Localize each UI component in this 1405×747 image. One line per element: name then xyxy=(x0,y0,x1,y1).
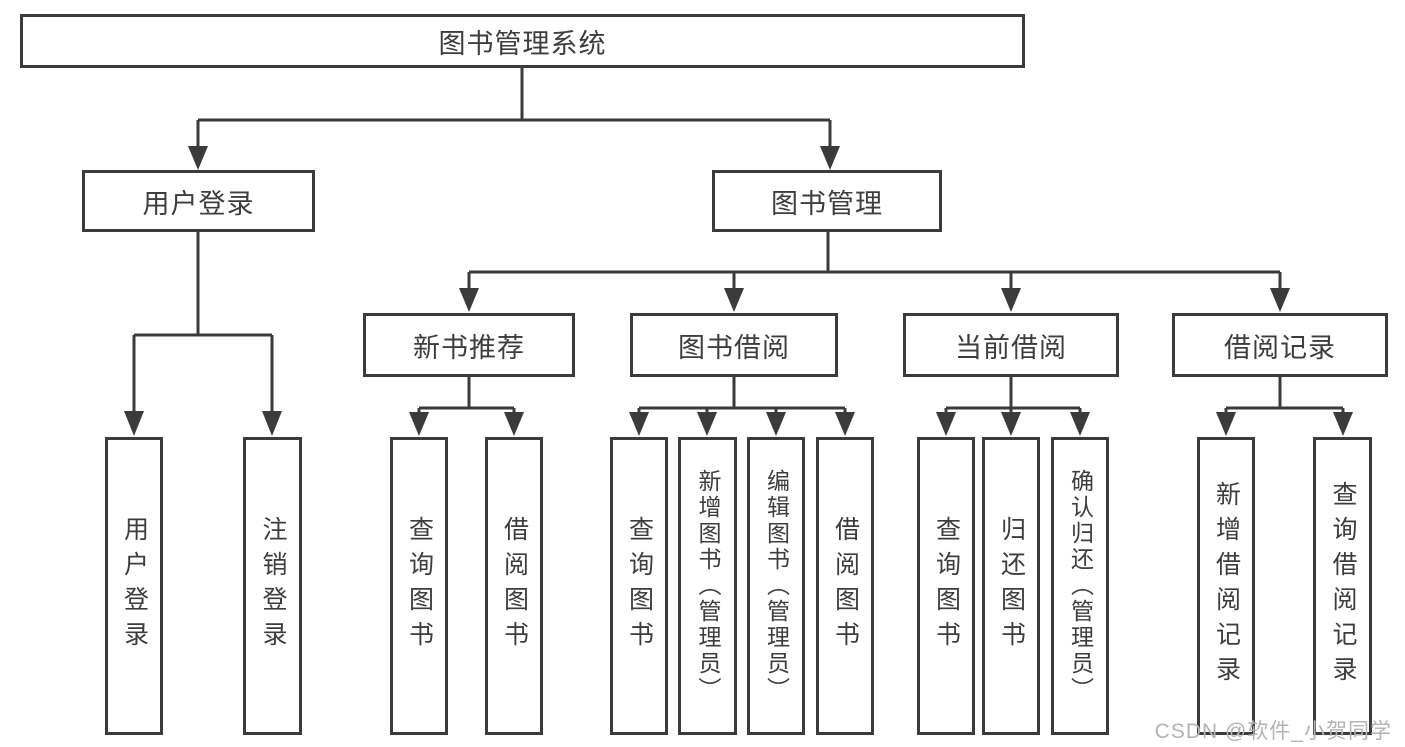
leaf-return-books: 归还图书 xyxy=(982,437,1040,735)
node-label: 新增借阅记录 xyxy=(1212,481,1241,691)
node-library-management-system: 图书管理系统 xyxy=(20,14,1025,68)
node-label: 新书推荐 xyxy=(413,332,525,363)
node-new-book-recommendation: 新书推荐 xyxy=(363,313,575,377)
leaf-user-login: 用户登录 xyxy=(105,437,163,735)
node-label: 图书管理 xyxy=(771,188,883,219)
node-label: 查询借阅记录 xyxy=(1329,481,1357,691)
node-label: 借阅图书 xyxy=(831,516,860,656)
leaf-add-borrow-record: 新增借阅记录 xyxy=(1197,437,1255,735)
node-label: 新增图书（管理员） xyxy=(695,469,721,703)
csdn-watermark: CSDN @软件_小贺同学 xyxy=(1154,720,1392,743)
node-label: 查询图书 xyxy=(405,516,434,656)
node-label: 借阅记录 xyxy=(1224,332,1336,363)
leaf-borrow-books: 借阅图书 xyxy=(816,437,874,735)
leaf-logout: 注销登录 xyxy=(243,437,302,735)
node-label: 查询图书 xyxy=(625,516,654,656)
leaf-add-books-admin: 新增图书（管理员） xyxy=(678,437,737,735)
node-label: 图书借阅 xyxy=(678,332,790,363)
node-label: 注销登录 xyxy=(259,516,287,656)
node-borrowing-records: 借阅记录 xyxy=(1172,313,1388,377)
node-label: 确认归还（管理员） xyxy=(1067,469,1094,703)
node-label: 借阅图书 xyxy=(500,516,529,656)
node-label: 用户登录 xyxy=(142,188,255,219)
node-user-login: 用户登录 xyxy=(82,170,315,232)
leaf-query-borrow-record: 查询借阅记录 xyxy=(1313,437,1372,735)
node-book-borrowing: 图书借阅 xyxy=(630,313,838,377)
leaf-query-books-current: 查询图书 xyxy=(917,437,975,735)
node-current-borrowing: 当前借阅 xyxy=(903,313,1119,377)
leaf-borrow-books-recommend: 借阅图书 xyxy=(485,437,543,735)
node-label: 用户登录 xyxy=(120,516,149,656)
node-book-management: 图书管理 xyxy=(712,170,942,232)
leaf-query-books-recommend: 查询图书 xyxy=(390,437,448,735)
leaf-query-books-borrowing: 查询图书 xyxy=(610,437,668,735)
node-label: 归还图书 xyxy=(997,516,1026,656)
node-label: 图书管理系统 xyxy=(438,28,607,59)
node-label: 当前借阅 xyxy=(955,332,1067,363)
leaf-confirm-return-admin: 确认归还（管理员） xyxy=(1051,437,1109,735)
node-label: 编辑图书（管理员） xyxy=(763,469,790,703)
leaf-edit-books-admin: 编辑图书（管理员） xyxy=(747,437,805,735)
node-label: 查询图书 xyxy=(932,516,961,656)
